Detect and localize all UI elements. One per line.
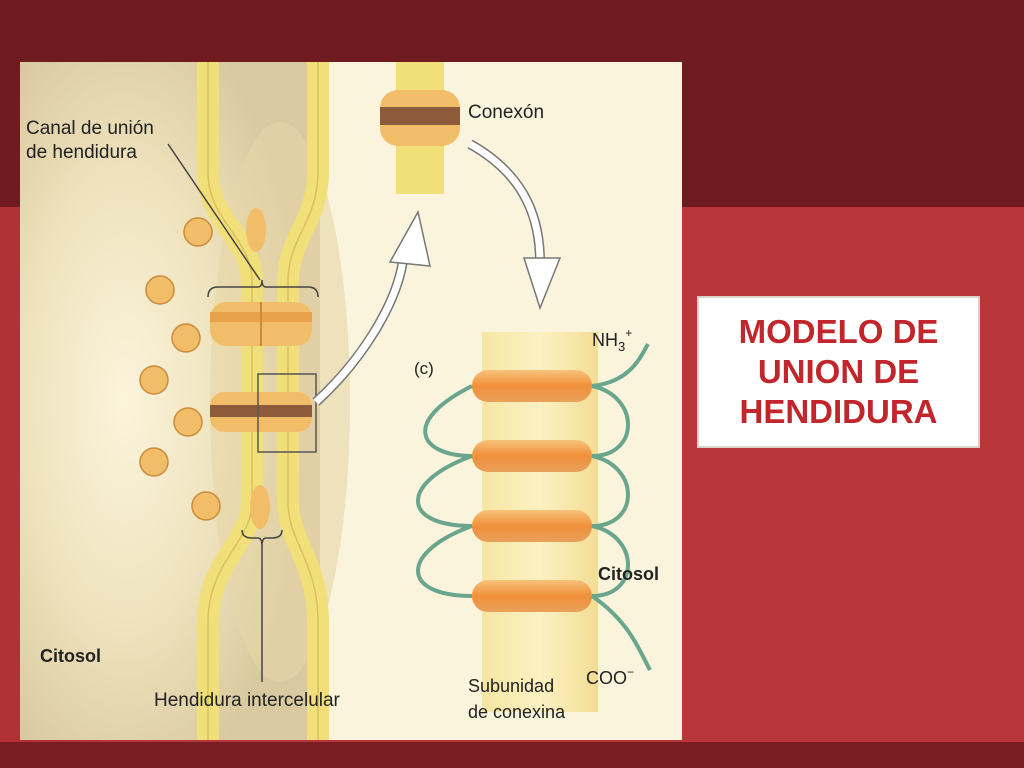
connexon-closeup <box>380 62 460 194</box>
slide-title-line: HENDIDURA <box>739 393 938 430</box>
helix-cylinder <box>472 510 592 542</box>
label-subunit-line2: de conexina <box>468 702 566 722</box>
rosette <box>173 407 203 437</box>
helix-cylinder <box>472 440 592 472</box>
arrow-up-fill <box>313 251 408 405</box>
rosette <box>145 275 175 305</box>
background-bottom <box>0 742 1024 768</box>
gap-junction-figure: Canal de unión de hendidura Conexón (c) … <box>20 62 682 740</box>
rosette <box>139 447 169 477</box>
rosette <box>171 323 201 353</box>
label-channel-line2: de hendidura <box>26 142 137 163</box>
label-subunit-line1: Subunidad <box>468 676 554 696</box>
helix-cylinder <box>472 370 592 402</box>
label-coo: COO− <box>586 665 634 688</box>
slide-title-line: UNION DE <box>757 353 920 390</box>
label-panel-c: (c) <box>414 359 434 378</box>
label-connexon: Conexón <box>468 102 544 123</box>
connexin-loops <box>416 343 652 671</box>
rosette <box>183 217 213 247</box>
label-intercellular-gap: Hendidura intercelular <box>154 690 341 711</box>
label-nh3: NH3+ <box>592 326 632 354</box>
arrow-up-head <box>388 209 431 267</box>
slide-title: MODELO DE UNION DE HENDIDURA <box>739 312 939 432</box>
slide-title-line: MODELO DE <box>738 313 939 350</box>
helix-cylinders <box>472 370 592 612</box>
label-cytosol-right: Citosol <box>598 564 659 584</box>
channel-upper <box>210 302 312 346</box>
channel-bracket <box>207 279 319 298</box>
label-cytosol-left: Citosol <box>40 646 101 666</box>
zoom-box <box>257 373 317 453</box>
slide-title-box: MODELO DE UNION DE HENDIDURA <box>697 296 980 448</box>
channel-pointer-line <box>167 143 261 281</box>
channel-small-top <box>246 208 266 252</box>
arrow-down-fill <box>468 140 544 263</box>
channel-middle <box>210 392 312 432</box>
arrow-down-head <box>522 257 562 311</box>
connexon-rosettes <box>139 217 221 521</box>
connexin-subunit <box>416 332 652 712</box>
gap-junction-diagram: Canal de unión de hendidura Conexón (c) … <box>20 62 659 740</box>
rosette <box>139 365 169 395</box>
channel-small-bottom <box>250 485 270 529</box>
helix-cylinder <box>472 580 592 612</box>
rosette <box>191 491 221 521</box>
label-channel-line1: Canal de unión <box>26 118 154 139</box>
